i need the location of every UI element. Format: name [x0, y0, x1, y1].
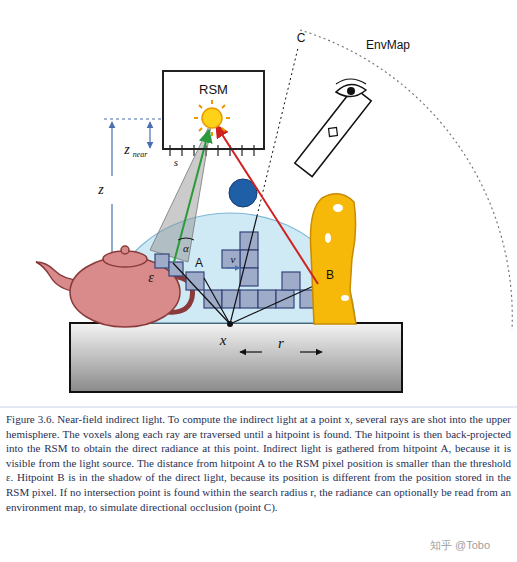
voxel-size-label: v — [231, 254, 236, 265]
threshold-label: ε — [148, 271, 154, 285]
point-label: C — [297, 32, 306, 44]
light-source — [194, 100, 230, 136]
znear-arrow — [149, 122, 150, 136]
angle-arc — [178, 238, 194, 240]
shading-point — [227, 321, 233, 327]
light-cone — [150, 120, 212, 262]
znear-arrow — [149, 136, 150, 148]
radius-label: r — [278, 336, 284, 351]
yellow-object — [310, 194, 356, 324]
ground-slab — [70, 323, 402, 392]
angle-label: α — [183, 243, 189, 254]
dimension-label: z — [124, 143, 129, 157]
watermark: 知乎 @Tobo — [430, 540, 490, 551]
point-label: x — [220, 333, 227, 348]
eye-symbol — [336, 79, 366, 97]
hitpoint-label: A — [195, 257, 203, 269]
radius-arrow — [240, 351, 262, 352]
radius-arrow — [300, 351, 322, 352]
dimension-label: z — [98, 183, 103, 197]
envmap-label: EnvMap — [366, 39, 410, 51]
dim-guide — [104, 119, 162, 120]
teapot — [36, 246, 193, 327]
v-arrow — [226, 268, 240, 269]
dimension-label: s — [174, 157, 178, 168]
z-arrow — [111, 122, 112, 176]
camera-plane — [295, 87, 371, 176]
rsm-box: RSM — [162, 70, 265, 150]
figure-caption: Figure 3.6. Near-field indirect light. T… — [6, 412, 511, 514]
dimension-subscript: near — [133, 151, 148, 159]
caption-rule — [0, 407, 517, 408]
box-title: RSM — [199, 82, 228, 97]
hitpoint-label: B — [326, 269, 334, 281]
rsm-ground — [162, 70, 265, 150]
rsm-ticks — [170, 145, 254, 156]
ray — [173, 216, 318, 324]
envmap-arc — [300, 30, 512, 330]
